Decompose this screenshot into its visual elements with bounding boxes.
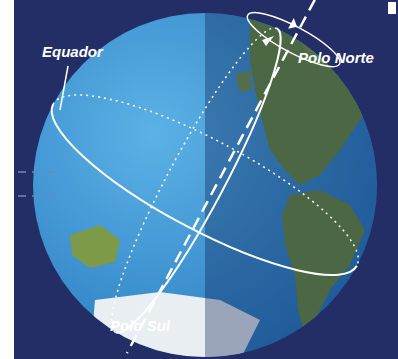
equator-label: Equador bbox=[42, 44, 103, 61]
south-pole-label: Polo Sul bbox=[110, 318, 170, 335]
north-pole-label: Polo Norte bbox=[298, 50, 374, 67]
